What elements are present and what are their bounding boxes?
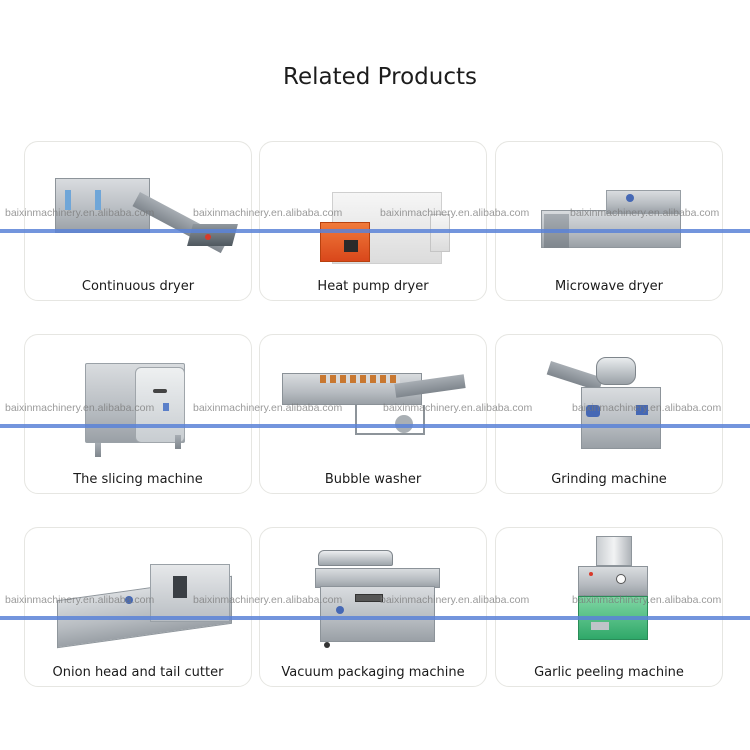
slicing-machine-image	[25, 335, 251, 460]
product-label: Grinding machine	[551, 472, 667, 487]
product-card-slicing-machine[interactable]: The slicing machine	[24, 334, 252, 494]
microwave-dryer-image	[496, 142, 722, 267]
product-card-grinding-machine[interactable]: Grinding machine	[495, 334, 723, 494]
product-label: Microwave dryer	[554, 279, 664, 294]
product-label: The slicing machine	[73, 472, 203, 487]
product-label: Continuous dryer	[81, 279, 195, 294]
product-card-continuous-dryer[interactable]: Continuous dryer	[24, 141, 252, 301]
product-label: Heat pump dryer	[317, 279, 429, 294]
product-label: Vacuum packaging machine	[281, 665, 465, 680]
product-label: Onion head and tail cutter	[52, 665, 224, 680]
product-card-microwave-dryer[interactable]: Microwave dryer	[495, 141, 723, 301]
onion-cutter-image	[25, 528, 251, 653]
section-title: Related Products	[283, 64, 477, 90]
product-card-onion-cutter[interactable]: Onion head and tail cutter	[24, 527, 252, 687]
product-card-vacuum-packaging-machine[interactable]: Vacuum packaging machine	[259, 527, 487, 687]
product-card-garlic-peeling-machine[interactable]: Garlic peeling machine	[495, 527, 723, 687]
vacuum-packaging-machine-image	[260, 528, 486, 653]
product-label: Garlic peeling machine	[534, 665, 684, 680]
product-card-bubble-washer[interactable]: Bubble washer	[259, 334, 487, 494]
product-label: Bubble washer	[324, 472, 422, 487]
product-card-heat-pump-dryer[interactable]: Heat pump dryer	[259, 141, 487, 301]
garlic-peeling-machine-image	[496, 528, 722, 653]
bubble-washer-image	[260, 335, 486, 460]
continuous-dryer-image	[25, 142, 251, 267]
grinding-machine-image	[496, 335, 722, 460]
heat-pump-dryer-image	[260, 142, 486, 267]
